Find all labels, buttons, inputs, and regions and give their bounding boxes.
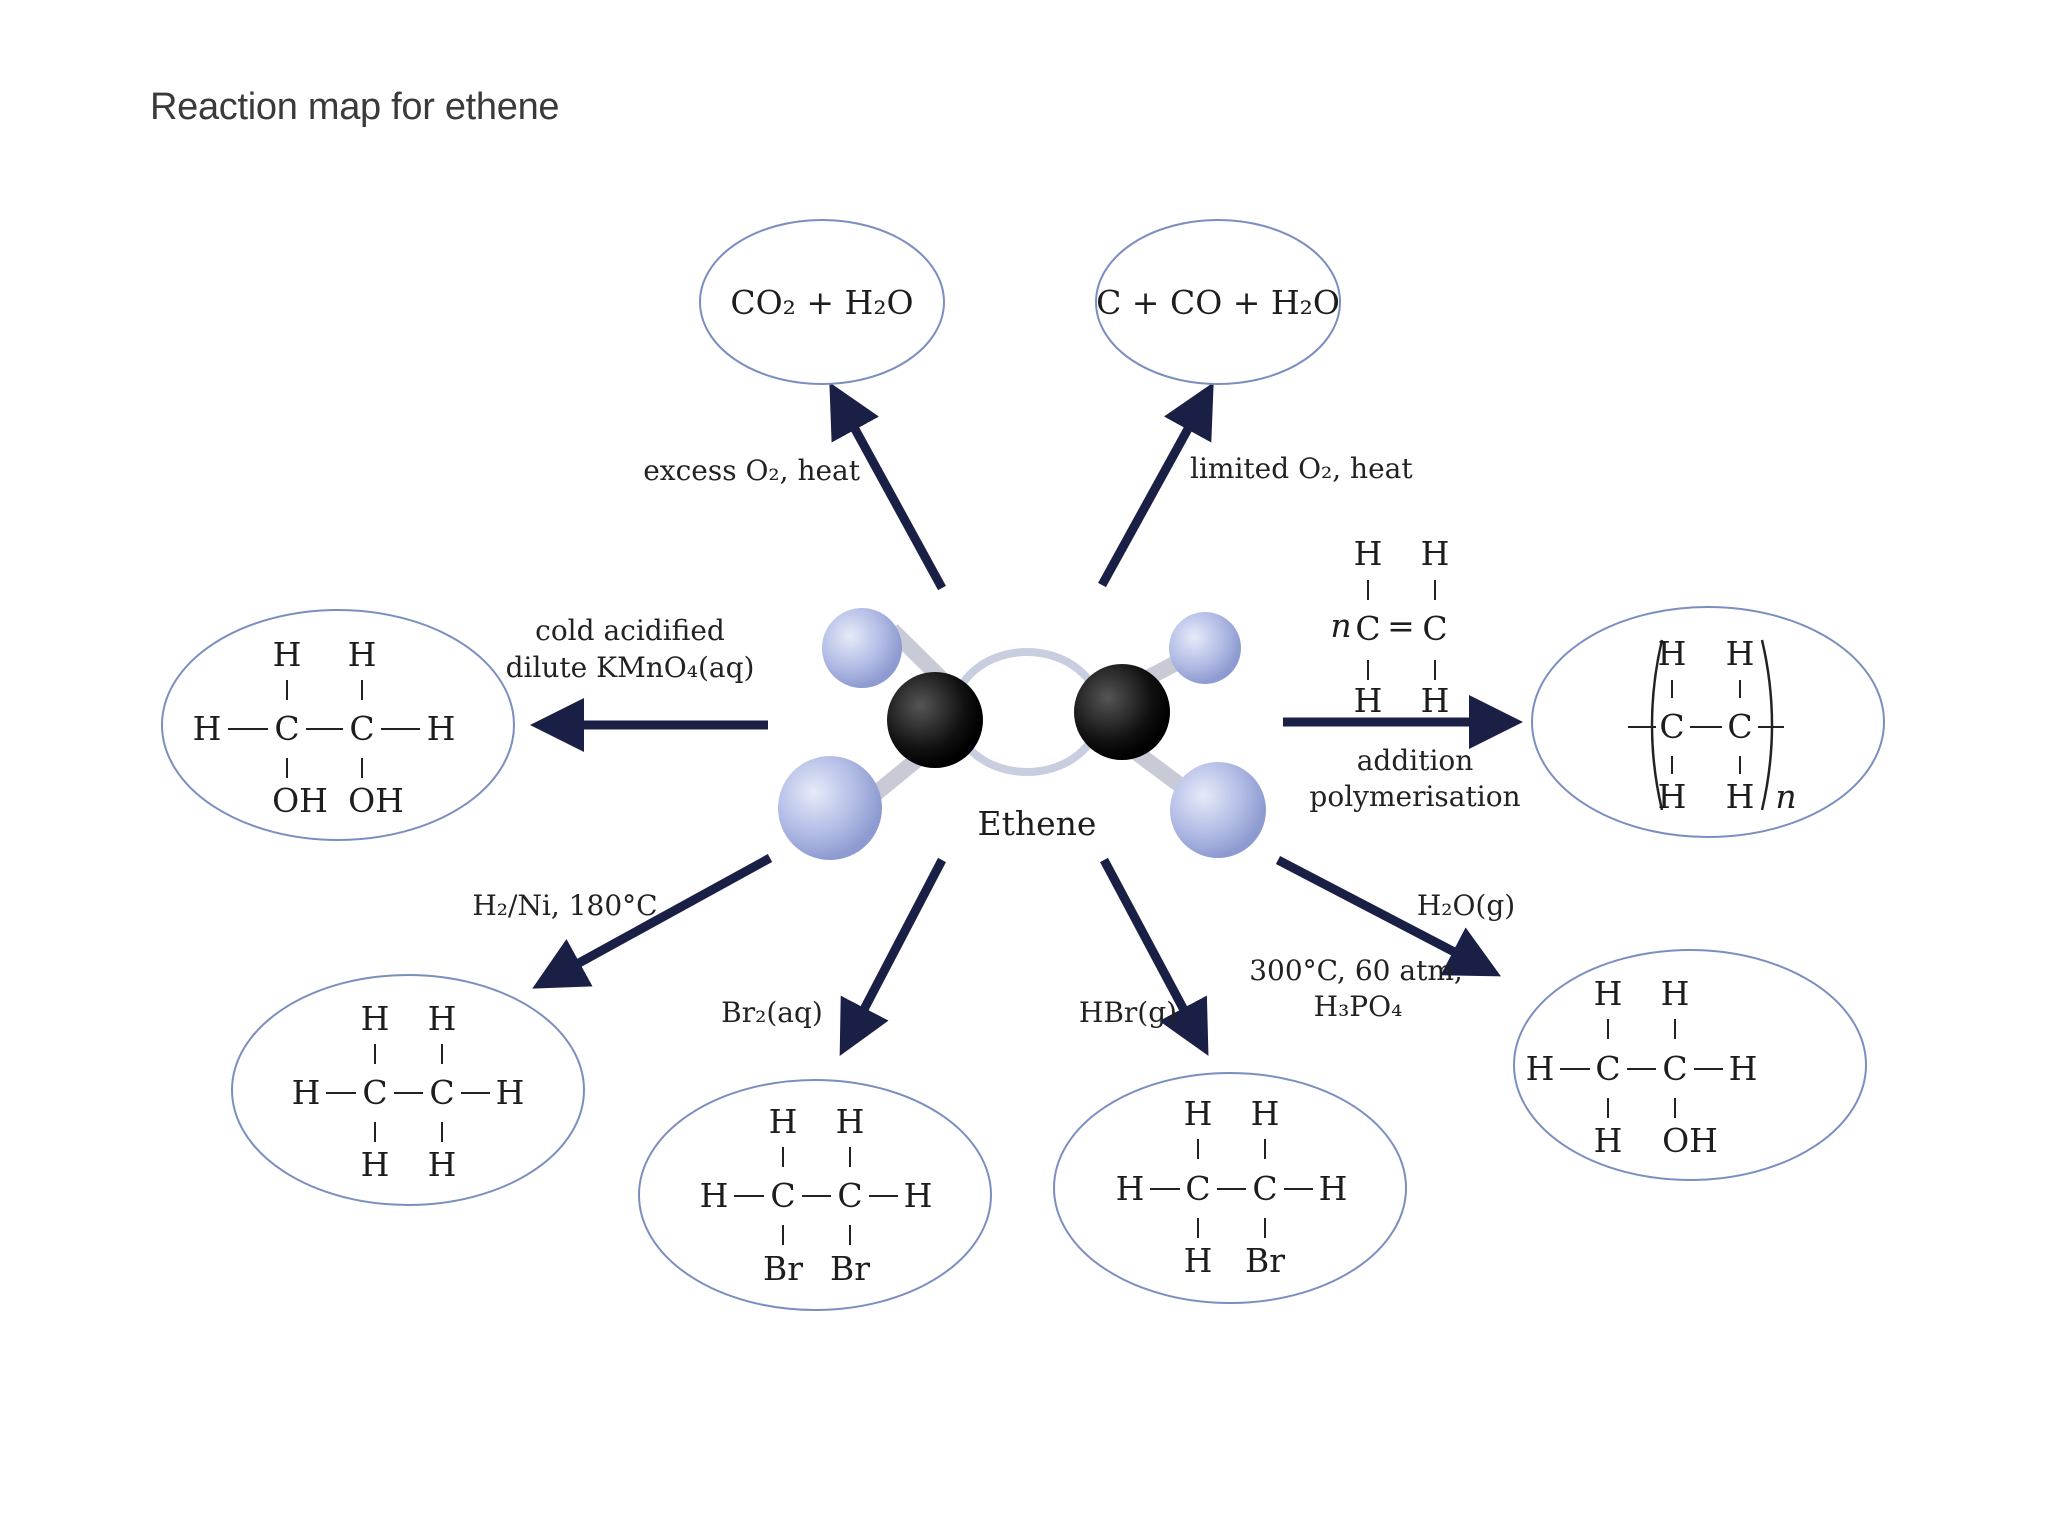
monomer-structure: H H n C = C H H: [1330, 534, 1449, 720]
conditions-excess-o2: excess O₂, heat: [643, 454, 861, 487]
structure-label: H: [1658, 634, 1687, 673]
hydrogen-atom: [1169, 612, 1241, 684]
structure-label: H: [1594, 1121, 1623, 1160]
structure-label: H: [1661, 974, 1690, 1013]
conditions-h2-ni: H₂/Ni, 180°C: [472, 889, 657, 922]
conditions-addition: addition: [1357, 744, 1474, 777]
structure-label: H: [1421, 681, 1450, 720]
conditions-br2: Br₂(aq): [721, 996, 823, 1029]
arrow-to-ethane: [532, 854, 773, 989]
structure-label: Br: [763, 1249, 803, 1288]
conditions-temp-pressure: 300°C, 60 atm,: [1249, 954, 1463, 987]
arrows: [530, 382, 1523, 1056]
structure-label: C: [362, 1073, 387, 1112]
structure-label: H: [193, 709, 222, 748]
structure-label: C: [429, 1073, 454, 1112]
structure-label: H: [1594, 974, 1623, 1013]
structure-label: H: [700, 1176, 729, 1215]
structure-label: H: [1658, 777, 1687, 816]
conditions-catalyst: H₃PO₄: [1314, 990, 1403, 1023]
hydrogen-atom: [1170, 762, 1266, 858]
structure-label: Br: [1245, 1241, 1285, 1280]
structure-label: OH: [348, 781, 404, 820]
structure-label: H: [1354, 534, 1383, 573]
arrow-to-c-co: [1098, 382, 1214, 588]
product-bromoethane: H H H C C H H Br: [1053, 1072, 1407, 1304]
product-co2-h2o: CO₂ + H₂O: [699, 219, 945, 385]
structure-label: H: [1184, 1094, 1213, 1133]
structure-label: C: [1659, 707, 1684, 746]
structure-label: H: [428, 1145, 457, 1184]
hydrogen-atom: [778, 756, 882, 860]
carbon-atom: [887, 672, 983, 768]
product-formula: C + CO + H₂O: [1096, 283, 1340, 322]
structure-label: C: [349, 709, 374, 748]
product-ethanol: H H H C C H H OH: [1513, 949, 1867, 1181]
conditions-kmno4-line1: cold acidified: [535, 614, 725, 647]
structure-label: C: [1185, 1169, 1210, 1208]
product-1-2-dibromoethane: H H H C C H Br Br: [638, 1079, 992, 1311]
structure-label: H: [1421, 534, 1450, 573]
product-formula: CO₂ + H₂O: [730, 283, 913, 322]
arrow-to-co2: [829, 382, 946, 591]
center-label: Ethene: [978, 804, 1097, 843]
structure-label: C: [1595, 1049, 1620, 1088]
structure-label: H: [769, 1102, 798, 1141]
structure-label: H: [1726, 777, 1755, 816]
structure-label: OH: [272, 781, 328, 820]
structure-label: H: [1319, 1169, 1348, 1208]
structure-label: C: [770, 1176, 795, 1215]
structure-label: H: [348, 635, 377, 674]
product-c-co-h2o: C + CO + H₂O: [1095, 219, 1341, 385]
hydrogen-atom: [822, 608, 902, 688]
structure-label: C: [837, 1176, 862, 1215]
structure-label: n: [1330, 606, 1351, 645]
conditions-hbr: HBr(g): [1079, 996, 1177, 1029]
structure-label: H: [496, 1073, 525, 1112]
structure-label: H: [1184, 1241, 1213, 1280]
structure-label: H: [273, 635, 302, 674]
arrow-to-bromoethane: [1100, 857, 1209, 1056]
ethene-molecule-model: [778, 608, 1266, 860]
conditions-polymerisation: polymerisation: [1309, 780, 1520, 813]
structure-label: H: [428, 999, 457, 1038]
structure-label: Br: [830, 1249, 870, 1288]
product-ethane: H H H C C H H H: [231, 974, 585, 1206]
product-ethane-1-2-diol: H H H C C H OH OH: [161, 609, 515, 841]
structure-label: H: [361, 999, 390, 1038]
structure-label: C: [1422, 609, 1447, 648]
structure-label: H: [292, 1073, 321, 1112]
product-poly-ethene: H H C C H H n: [1531, 606, 1885, 838]
structure-label: H: [1251, 1094, 1280, 1133]
structure-label: OH: [1662, 1121, 1718, 1160]
structure-label: C: [274, 709, 299, 748]
conditions-kmno4-line2: dilute KMnO₄(aq): [506, 651, 755, 684]
page-title: Reaction map for ethene: [150, 86, 560, 128]
structure-label: H: [1116, 1169, 1145, 1208]
structure-label: H: [1726, 634, 1755, 673]
conditions-h2o: H₂O(g): [1417, 889, 1515, 922]
structure-label: H: [836, 1102, 865, 1141]
conditions-limited-o2: limited O₂, heat: [1190, 452, 1413, 485]
structure-label: H: [1526, 1049, 1555, 1088]
structure-label: n: [1775, 777, 1796, 816]
structure-label: =: [1387, 606, 1415, 645]
structure-label: C: [1252, 1169, 1277, 1208]
structure-label: H: [904, 1176, 933, 1215]
structure-label: H: [1729, 1049, 1758, 1088]
structure-label: H: [427, 709, 456, 748]
arrow-to-ethanol: [1275, 856, 1501, 977]
structure-label: C: [1662, 1049, 1687, 1088]
structure-label: C: [1727, 707, 1752, 746]
structure-label: H: [1354, 681, 1383, 720]
structure-label: C: [1355, 609, 1380, 648]
structure-label: H: [361, 1145, 390, 1184]
carbon-atom: [1074, 664, 1170, 760]
arrow-to-dibromoethane: [839, 857, 946, 1056]
